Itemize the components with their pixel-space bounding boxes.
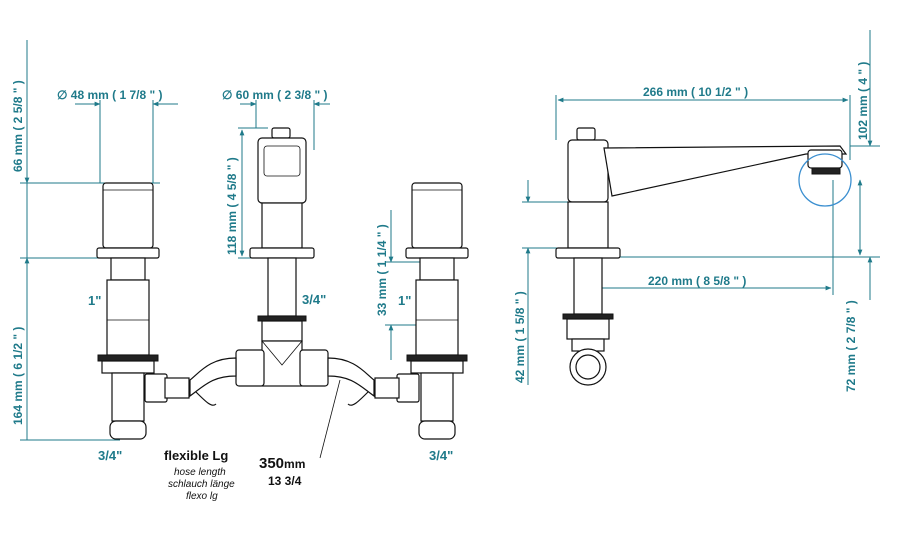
left-dimension-labels: ∅ 48 mm ( 1 7/8 " ) ∅ 60 mm ( 2 3/8 " ) … [11, 80, 453, 463]
thread-1-left-label: 1" [88, 293, 101, 308]
thread-34-right-label: 3/4" [429, 448, 453, 463]
height-164-label: 164 mm ( 6 1/2 " ) [11, 327, 25, 425]
center-spout-assembly [189, 127, 375, 406]
height-66-label: 66 mm ( 2 5/8 " ) [11, 80, 25, 172]
right-dimension-lines [522, 30, 880, 385]
spout-highlight-circle [798, 153, 852, 207]
right-handle-assembly [374, 182, 469, 440]
thread-34-left-label: 3/4" [98, 448, 122, 463]
width-220-label: 220 mm ( 8 5/8 " ) [648, 274, 746, 288]
hose-length-in: 13 3/4 [268, 474, 302, 488]
width-266-label: 266 mm ( 10 1/2 " ) [643, 85, 748, 99]
hose-line-1: hose length [174, 467, 226, 478]
hose-line-2: schlauch länge [168, 479, 235, 490]
left-dimension-lines [20, 40, 420, 441]
hose-line-3: flexo lg [186, 491, 218, 502]
height-33-label: 33 mm ( 1 1/4 " ) [375, 224, 389, 316]
left-handle-assembly [96, 182, 190, 440]
height-102-label: 102 mm ( 4 " ) [856, 62, 870, 140]
hose-leader-line [319, 379, 341, 459]
dia-60-label: ∅ 60 mm ( 2 3/8 " ) [222, 88, 328, 102]
dia-48-label: ∅ 48 mm ( 1 7/8 " ) [57, 88, 163, 102]
height-42-label: 42 mm ( 1 5/8 " ) [513, 291, 527, 383]
height-118-label: 118 mm ( 4 5/8 " ) [225, 157, 239, 255]
hose-length-mm: 350mm [259, 455, 305, 472]
side-view-faucet [555, 127, 852, 386]
thread-1-right-label: 1" [398, 293, 411, 308]
height-72-label: 72 mm ( 2 7/8 " ) [844, 300, 858, 392]
hose-label-group: flexible Lg hose length schlauch länge f… [164, 448, 305, 502]
thread-34-center-label: 3/4" [302, 292, 326, 307]
right-dimension-labels: 266 mm ( 10 1/2 " ) 220 mm ( 8 5/8 " ) 1… [513, 62, 870, 392]
hose-title: flexible Lg [164, 448, 228, 463]
